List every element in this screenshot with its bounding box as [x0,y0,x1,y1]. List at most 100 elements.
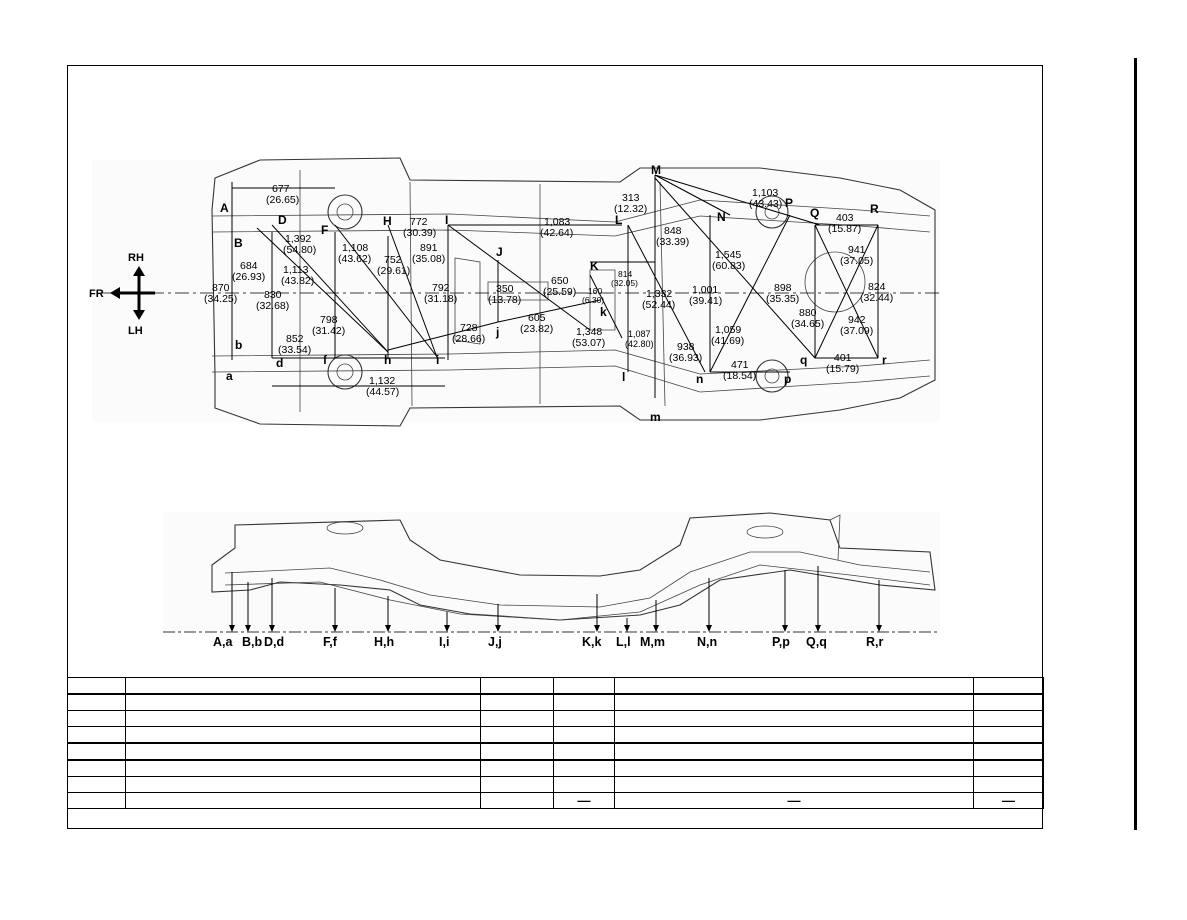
dim-mm: 684 [240,260,258,272]
dim-mm: 313 [622,192,640,204]
dim-mm: 350 [496,283,514,295]
dim-in: (43.62) [338,253,371,265]
dim-in: (30.39) [403,227,436,239]
dim-in: (25.59) [543,286,576,298]
top-view-body [92,157,940,427]
table-cell [125,677,481,695]
table-cell [614,776,974,793]
dim-mm: 1,113 [283,264,309,276]
dim-mm: 160 [588,286,602,296]
dim-mm: 752 [384,254,402,266]
table-row [67,726,1044,744]
dim-mm: 942 [848,314,866,326]
table-cell [614,710,974,727]
side-label-Rr: R,r [866,635,884,649]
side-label-Hh: H,h [374,635,394,649]
table-cell [125,726,481,744]
table-cell [125,792,481,809]
dim-mm: 1,087 [628,329,651,339]
table-cell-dash: — [553,792,615,809]
orientation-indicator: RH LH FR [89,252,155,337]
dim-in: (37.09) [840,325,873,337]
point-r: r [882,353,887,367]
point-q: q [800,353,807,367]
dim-in: (15.79) [826,363,859,375]
table-cell [67,759,126,777]
dim-in: (15.87) [828,223,861,235]
point-K: K [590,259,599,273]
dim-mm: 814 [618,269,632,279]
dim-in: (35.35) [766,293,799,305]
dim-mm: 1,059 [715,324,741,336]
dim-in: (26.65) [266,194,299,206]
point-n: n [696,372,703,386]
point-j: j [495,325,499,339]
table-cell [614,693,974,711]
dim-in: (29.61) [377,265,410,277]
table-cell [614,742,974,761]
table-cell [973,710,1044,727]
table-row: — — — [67,792,1044,809]
point-k: k [600,305,607,319]
table-cell [973,742,1044,761]
table-row [67,776,1044,793]
point-Q: Q [810,206,819,220]
point-N: N [717,210,726,224]
side-label-Nn: N,n [697,635,717,649]
table-cell [553,742,615,761]
dim-in: (42.64) [540,227,573,239]
dim-in: (39.41) [689,295,722,307]
table-cell [973,759,1044,777]
dim-mm: 1,001 [692,284,718,296]
side-label-Jj: J,j [488,635,502,649]
point-A: A [220,201,229,215]
dimension-table-wrapper: — — — [67,677,1044,809]
dim-in: (60.83) [712,260,745,272]
side-label-Dd: D,d [264,635,284,649]
table-cell [125,710,481,727]
dim-in: (32.05) [611,278,638,288]
side-label-Mm: M,m [640,635,665,649]
dim-mm: 1,545 [715,249,741,261]
table-cell [125,776,481,793]
table-cell [67,693,126,711]
dim-in: (34.65) [791,318,824,330]
dim-in: (44.57) [366,386,399,398]
table-cell [553,776,615,793]
dim-in: (37.05) [840,255,873,267]
table-cell [67,742,126,761]
table-cell [553,677,615,695]
table-cell-dash: — [973,792,1044,809]
side-label-Aa: A,a [213,635,234,649]
table-row [67,677,1044,695]
table-cell [125,759,481,777]
table-cell [553,693,615,711]
dim-in: (23.82) [520,323,553,335]
point-B: B [234,236,243,250]
table-cell [480,693,554,711]
table-cell [480,677,554,695]
dim-mm: 401 [834,352,852,364]
dim-mm: 772 [410,216,428,228]
dim-in: (33.54) [278,344,311,356]
dimension-labels: 677 (26.65) 1,392 (54.80) 1,108 (43.62) … [204,183,893,398]
dim-in: (41.69) [711,335,744,347]
dim-mm: 1,392 [285,233,311,245]
table-cell [553,710,615,727]
point-p: p [784,372,791,386]
table-cell-dash: — [614,792,974,809]
side-label-Bb: B,b [242,635,263,649]
table-cell [125,742,481,761]
table-cell [973,677,1044,695]
dim-mm: 471 [731,359,749,371]
point-R: R [870,202,879,216]
point-L: L [615,213,622,227]
dimension-table: — — — [67,677,1044,809]
point-m: m [650,410,661,424]
side-label-Ff: F,f [323,635,338,649]
dim-mm: 824 [868,281,886,293]
point-M: M [651,163,661,177]
dim-mm: 830 [264,289,282,301]
point-I: I [445,213,448,227]
